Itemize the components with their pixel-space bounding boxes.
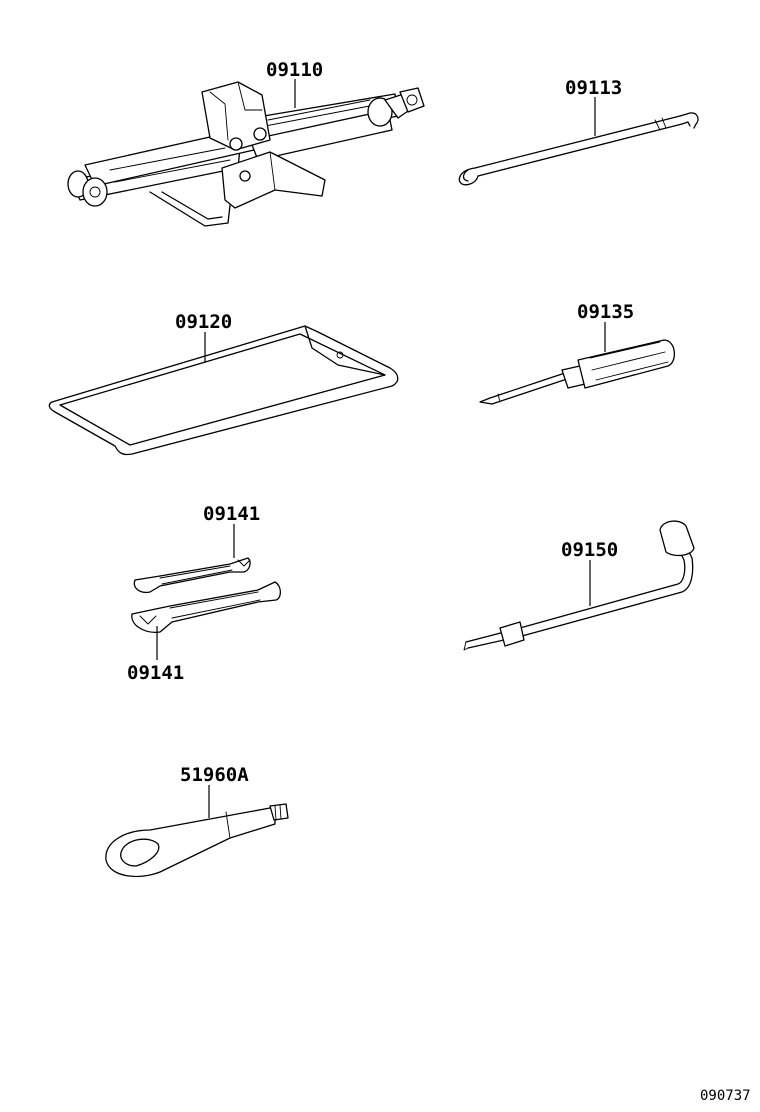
wrench-upper-label: 09141 — [203, 503, 260, 525]
wrench-lower-label: 09141 — [127, 662, 184, 684]
wheel-nut-wrench-label: 09150 — [561, 539, 618, 561]
tool-bag-drawing — [48, 325, 399, 456]
wrench-lower-drawing — [131, 581, 282, 633]
jack-drawing — [67, 81, 425, 227]
screwdriver-drawing — [479, 339, 675, 405]
wheel-nut-wrench-drawing — [463, 520, 695, 651]
jack-handle-label: 09113 — [565, 77, 622, 99]
jack-label: 09110 — [266, 59, 323, 81]
tool-bag-label: 09120 — [175, 311, 232, 333]
screwdriver-label: 09135 — [577, 301, 634, 323]
diagram-code: 090737 — [700, 1088, 751, 1104]
jack-handle-drawing — [458, 112, 699, 186]
towing-eye-label: 51960A — [180, 764, 249, 786]
towing-eye-drawing — [105, 803, 289, 878]
wrench-upper-drawing — [133, 557, 251, 594]
